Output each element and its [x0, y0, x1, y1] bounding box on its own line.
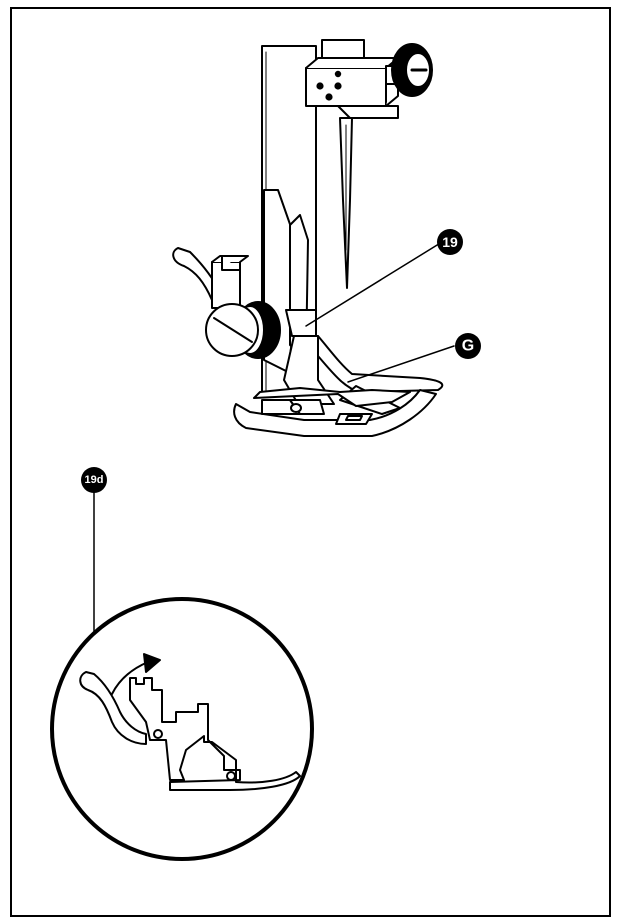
- detail-lever: [79, 671, 147, 745]
- callout-19-label: 19: [442, 234, 458, 250]
- callout-19d: 19d: [81, 467, 107, 493]
- needle-bar: [305, 39, 399, 119]
- thumb-screw-icon: [205, 301, 281, 359]
- presser-foot-sole: [233, 387, 437, 437]
- callout-19: 19: [437, 229, 463, 255]
- detail-foot-holder: [129, 677, 301, 791]
- rotate-arrow-icon: [111, 653, 161, 695]
- needle: [339, 117, 353, 289]
- callout-g-label: G: [462, 338, 474, 355]
- callout-g: G: [455, 333, 481, 359]
- needle-clamp-screw-icon: [385, 43, 433, 97]
- callout-19d-label: 19d: [85, 474, 104, 486]
